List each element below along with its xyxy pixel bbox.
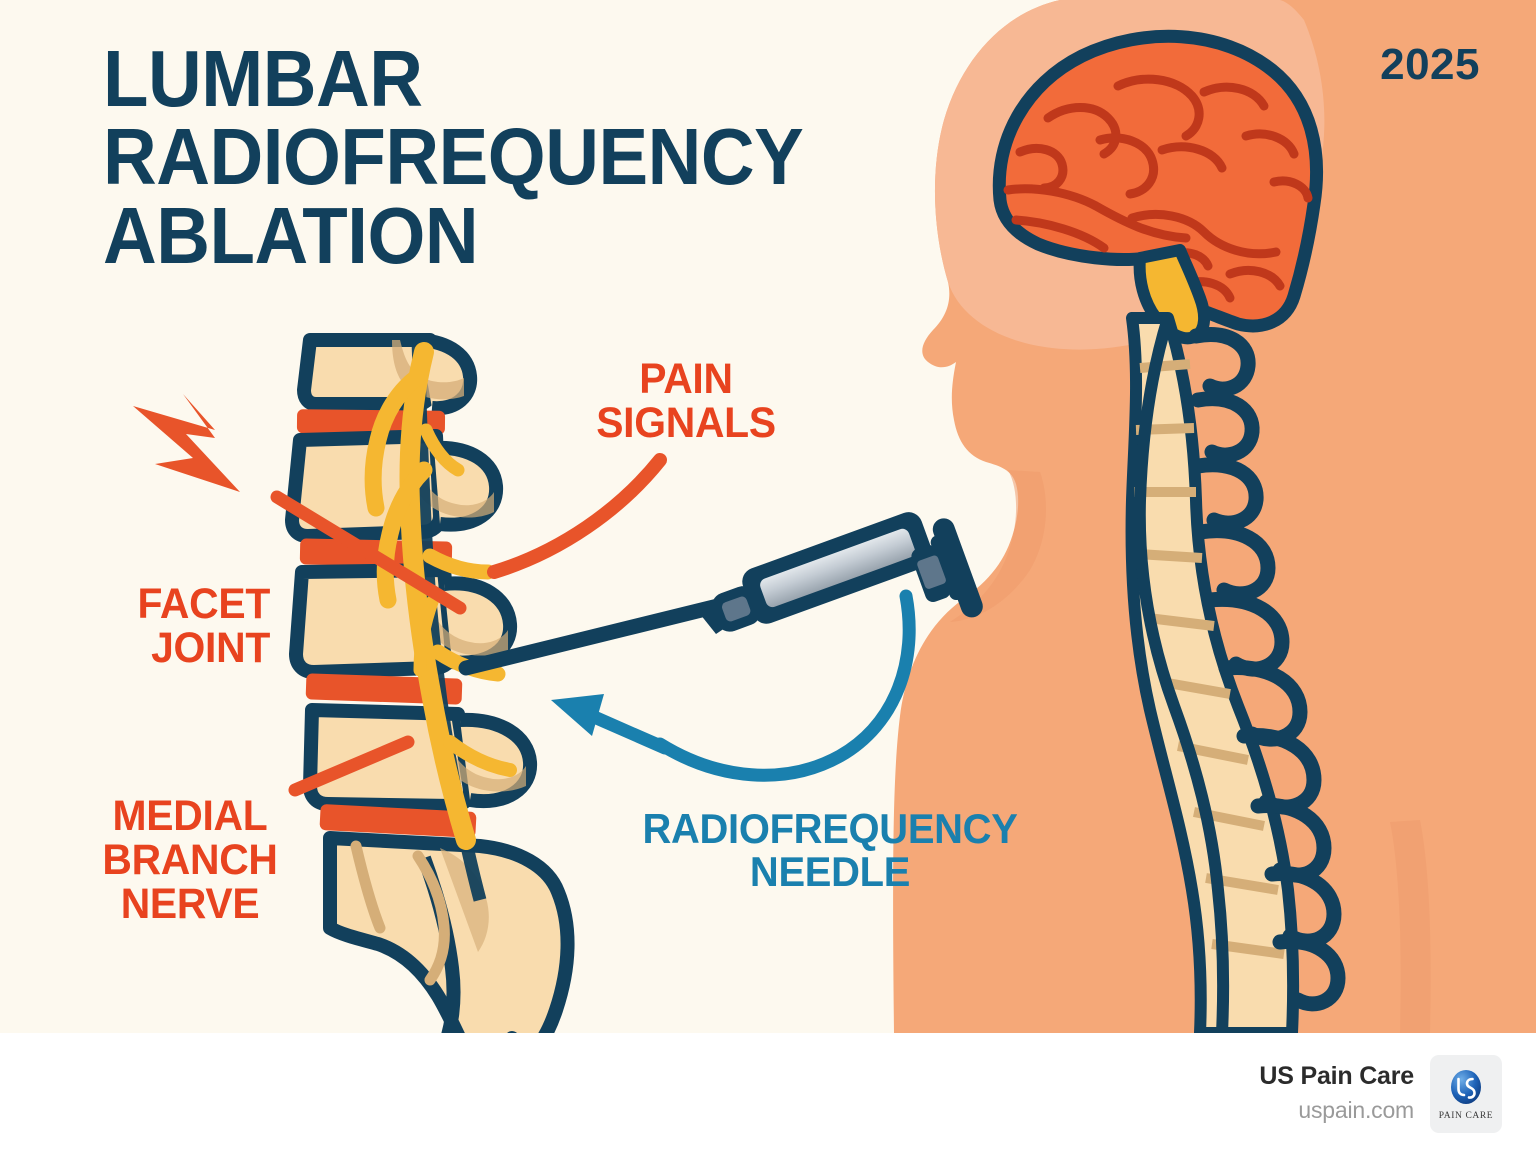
brand-name: US Pain Care: [1259, 1062, 1414, 1091]
footer-bar: US Pain Care uspain.com PAIN CARE: [0, 1033, 1536, 1154]
brain: [992, 29, 1324, 345]
vertebra-l3: [289, 563, 518, 679]
brand-block: US Pain Care uspain.com: [1259, 1061, 1414, 1125]
disc-l4-l5: [319, 804, 477, 838]
human-body-profile: [893, 0, 1536, 1033]
us-monogram-icon: [1451, 1069, 1481, 1104]
facet-joint-leader: [270, 490, 467, 615]
illustration-canvas: LUMBAR RADIOFREQUENCY ABLATION 2025 PAIN…: [0, 0, 1536, 1033]
needle-shaft: [458, 592, 750, 676]
page-title: LUMBAR RADIOFREQUENCY ABLATION: [103, 34, 804, 280]
spinal-cord-line: [1133, 316, 1230, 1033]
syringe-grip: [711, 586, 761, 632]
brand-logo: PAIN CARE: [1430, 1054, 1502, 1133]
syringe-barrel: [742, 512, 933, 624]
syringe-flange: [932, 518, 983, 618]
brand-url: uspain.com: [1298, 1096, 1414, 1123]
pain-lightning-bolt: [133, 394, 240, 492]
needle-pointer-arrow: [551, 589, 916, 782]
sacrum: [323, 831, 575, 1033]
pain-signal-leader-line: [487, 453, 667, 579]
vertebra-l4: [303, 703, 538, 813]
year-label: 2025: [1380, 40, 1480, 89]
neck-shadow: [950, 470, 1046, 622]
label-radiofrequency-needle: RADIOFREQUENCY NEEDLE: [642, 805, 1018, 895]
chest-shadow: [1390, 820, 1431, 1033]
spinous-processes: [1188, 327, 1346, 1012]
label-medial-branch-nerve: MEDIAL BRANCH NERVE: [102, 792, 278, 928]
full-spine-column: [1125, 312, 1346, 1033]
label-pain-signals: PAIN SIGNALS: [596, 355, 776, 447]
label-facet-joint: FACET JOINT: [137, 580, 271, 672]
radiofrequency-syringe: [458, 512, 983, 676]
logo-wordmark: PAIN CARE: [1438, 1110, 1494, 1121]
medial-branch-nerves: [364, 342, 517, 850]
medial-branch-leader: [288, 735, 415, 797]
